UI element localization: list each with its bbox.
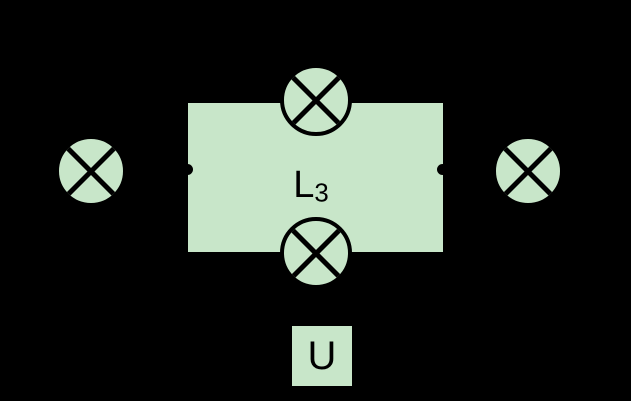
lamp-icon-bottom <box>280 217 352 289</box>
lamp-icon-top <box>280 64 352 136</box>
junction-dot-left <box>182 164 193 175</box>
lamp-label-l3-base: L <box>293 164 315 206</box>
voltage-source-box: U <box>292 326 352 386</box>
lamp-label-l3-subscript: 3 <box>314 179 329 208</box>
lamp-icon-left <box>55 135 127 207</box>
lamp-icon-right <box>492 135 564 207</box>
junction-dot-right <box>437 164 448 175</box>
lamp-label-l3: L3 <box>271 164 351 208</box>
voltage-source-label: U <box>307 333 337 378</box>
